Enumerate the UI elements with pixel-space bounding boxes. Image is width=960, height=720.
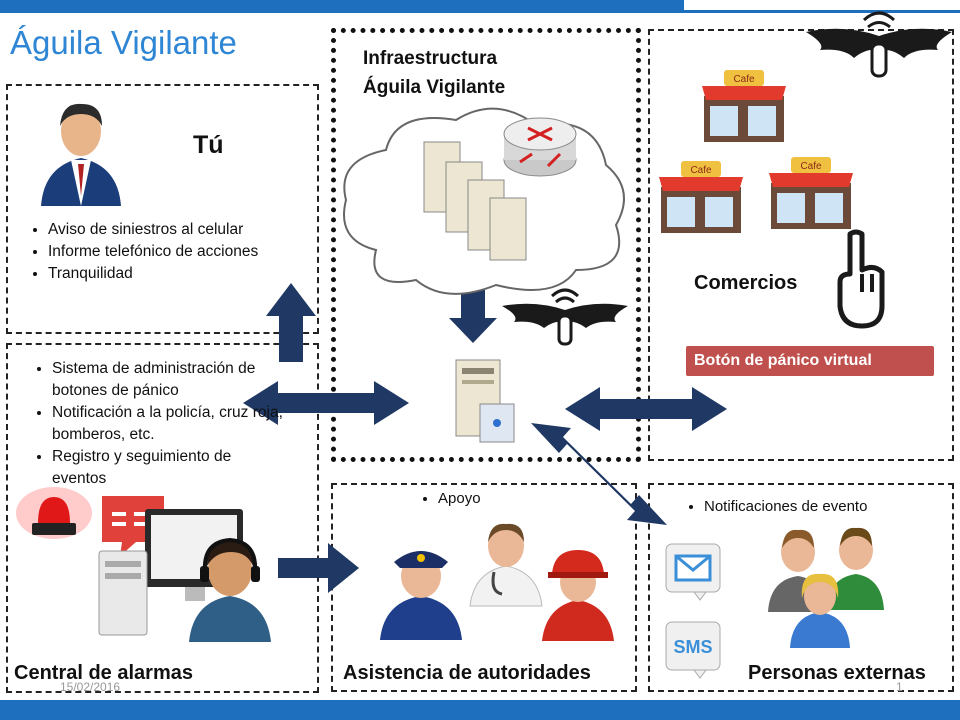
people-group-icon (768, 527, 884, 648)
external-bullet: Notificaciones de evento (704, 496, 960, 518)
alarm-bullet: Sistema de administración de botones de … (52, 358, 284, 402)
you-bullet: Tranquilidad (48, 263, 298, 285)
alarm-center-label: Central de alarmas (14, 662, 193, 684)
alarm-bullet: Registro y seguimiento de eventos (52, 446, 284, 490)
cafe-shop-icon: Cafe (769, 157, 853, 229)
mail-icon (665, 543, 721, 601)
eagle-logo-icon (806, 11, 952, 78)
server-rack-icon (423, 141, 527, 261)
siren-icon (16, 487, 92, 539)
you-heading: Tú (193, 131, 224, 159)
businessman-icon (41, 103, 121, 206)
police-icon (380, 551, 462, 640)
you-box (6, 84, 319, 334)
external-label: Personas externas (748, 662, 926, 684)
router-icon (503, 117, 577, 177)
doctor-icon (469, 523, 543, 607)
cafe-shop-icon: Cafe (659, 161, 743, 233)
page-title: Águila Vigilante (10, 24, 237, 61)
cafe-sign: Cafe (733, 74, 755, 85)
infrastructure-label-line2: Águila Vigilante (363, 77, 506, 98)
sms-icon: SMS (665, 621, 721, 679)
cafe-shop-icon: Cafe (702, 70, 786, 142)
top-bar (0, 0, 684, 13)
bottom-bar (0, 700, 960, 720)
sms-text: SMS (673, 637, 712, 657)
you-bullet: Aviso de siniestros al celular (48, 219, 298, 241)
shops-label: Comercios (694, 272, 798, 294)
footer-date: 15/02/2016 (60, 680, 121, 694)
eagle-logo-icon (502, 288, 628, 346)
cafe-sign: Cafe (800, 161, 822, 172)
alarm-bullet: Notificación a la policía, cruz roja, bo… (52, 402, 284, 446)
firefighter-icon (542, 550, 614, 641)
server-icon (455, 359, 515, 443)
pointing-hand-icon (837, 229, 885, 329)
arrow-right-double (565, 387, 727, 431)
authorities-label: Asistencia de autoridades (343, 662, 591, 684)
external-bullets: Notificaciones de evento (686, 496, 960, 518)
arrow-up-to-you (266, 283, 316, 362)
arrow-to-authorities (278, 543, 359, 593)
arrow-diagonal-external (531, 423, 667, 525)
external-box (648, 483, 954, 692)
authorities-bullet: Apoyo (438, 488, 638, 510)
alarm-center-box (6, 343, 319, 693)
top-line (684, 10, 960, 13)
operator-icon (189, 537, 271, 642)
alarm-center-bullets: Sistema de administración de botones de … (34, 358, 284, 490)
panic-button[interactable]: Botón de pánico virtual (686, 346, 934, 376)
infrastructure-label-line1: Infraestructura (363, 48, 498, 69)
cafe-sign: Cafe (690, 165, 712, 176)
you-bullet: Informe telefónico de acciones (48, 241, 298, 263)
authorities-bullets: Apoyo (420, 488, 638, 510)
you-bullets: Aviso de siniestros al celular Informe t… (30, 219, 298, 285)
footer-page-number: 1 (896, 680, 903, 694)
shops-box (648, 29, 954, 461)
arrow-left-double (243, 381, 409, 425)
infrastructure-box (331, 28, 641, 462)
